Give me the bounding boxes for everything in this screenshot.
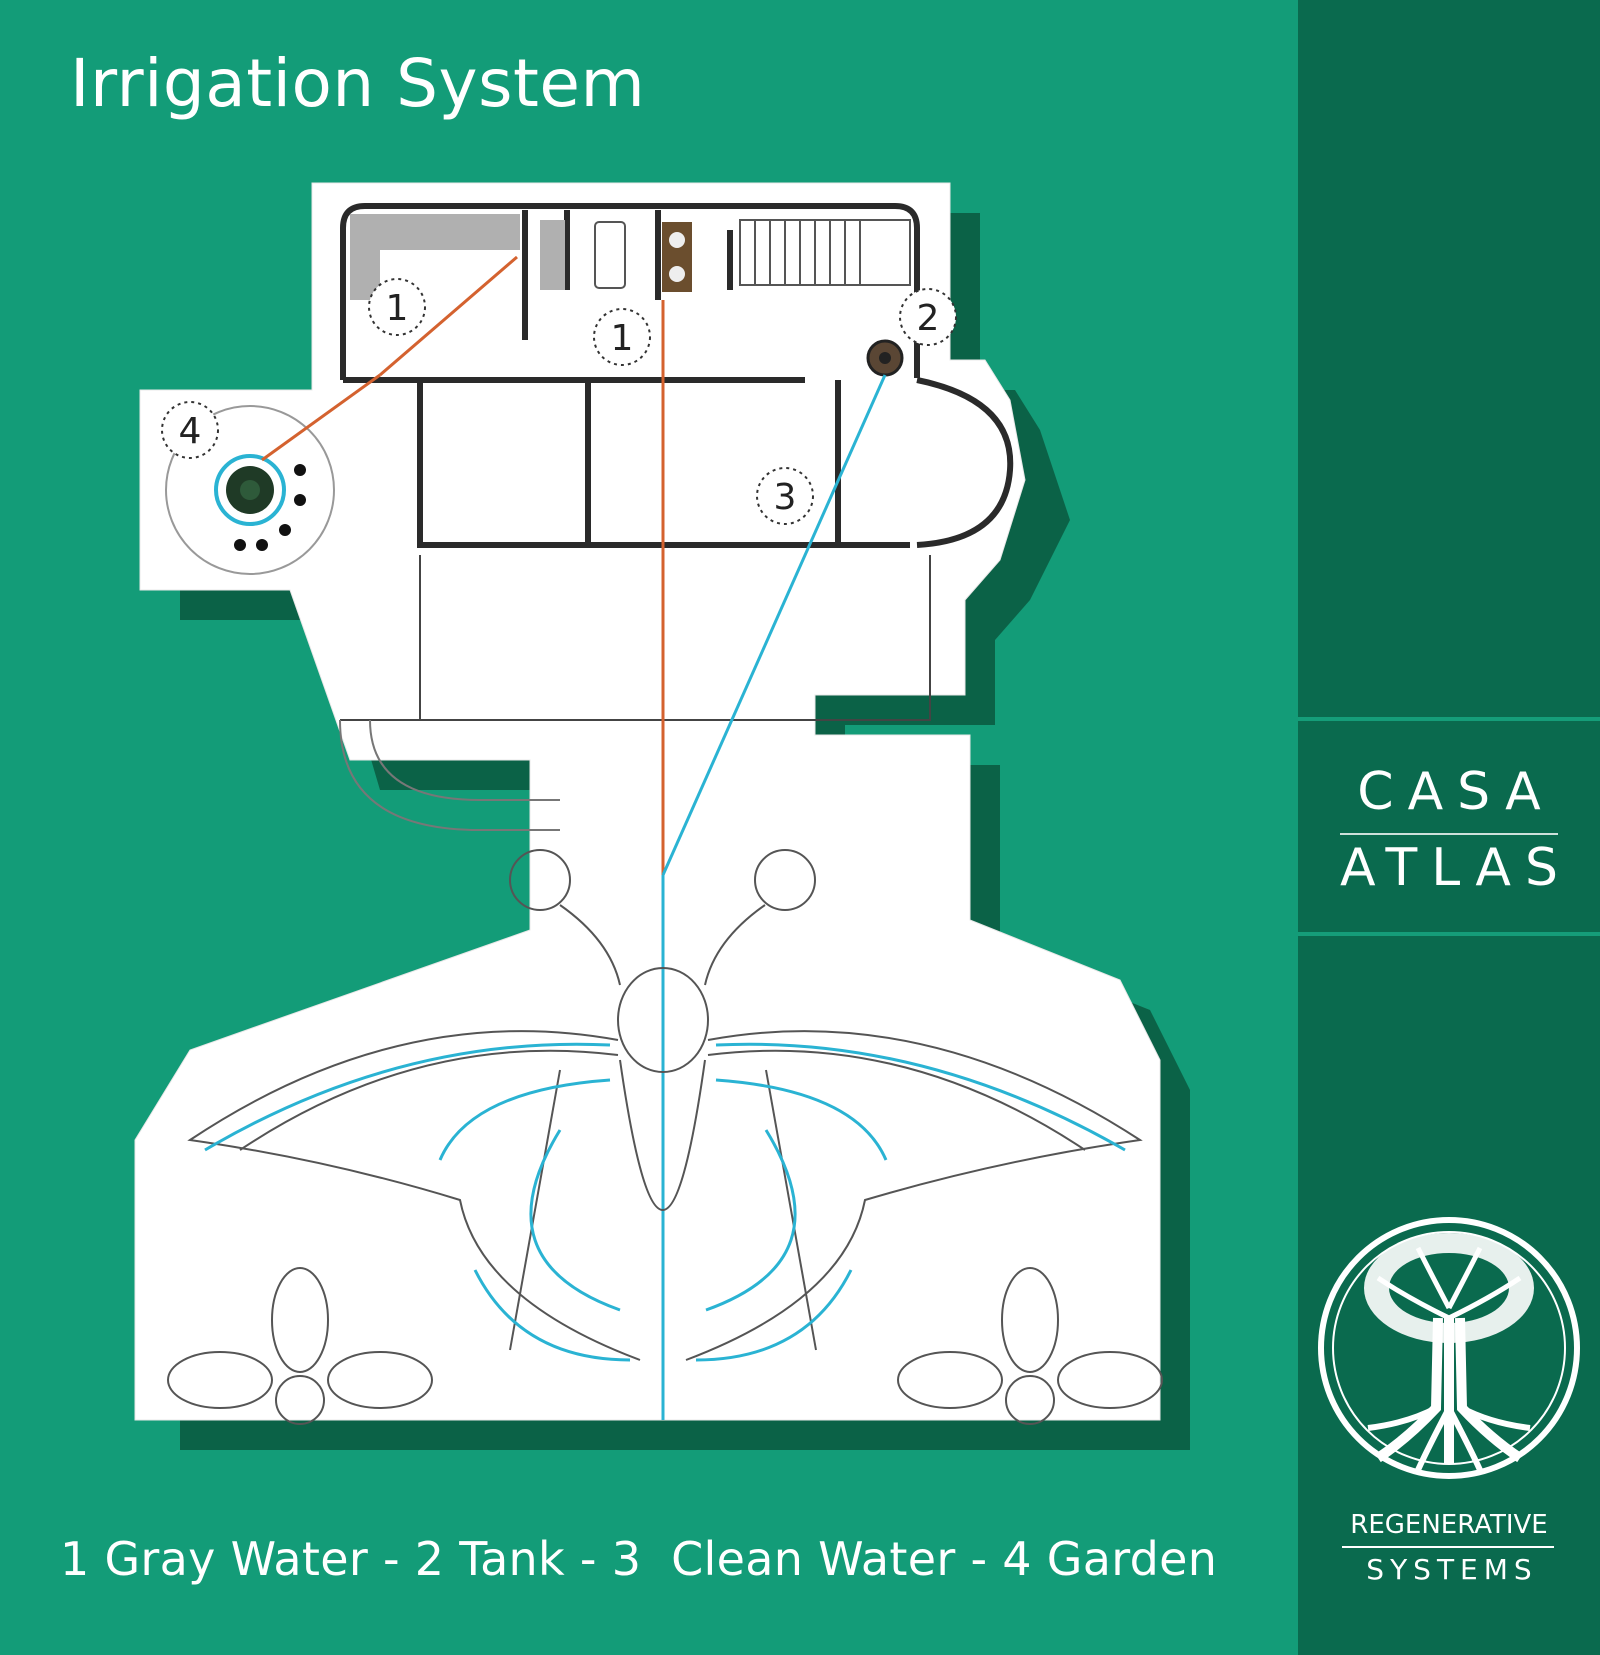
closet-circle-2 bbox=[669, 266, 685, 282]
butterfly-irrigation bbox=[204, 1042, 1126, 1362]
bathroom-block bbox=[540, 220, 565, 290]
sidebar-divider-top bbox=[1298, 717, 1600, 721]
logo-divider bbox=[1342, 1546, 1554, 1548]
gray-water-lines bbox=[261, 255, 665, 875]
legend-caption: 1 Gray Water - 2 Tank - 3 Clean Water - … bbox=[60, 1532, 1218, 1586]
bathtub bbox=[594, 221, 626, 289]
garden-planter bbox=[165, 405, 335, 575]
marker-clean-water: 3 bbox=[756, 467, 814, 525]
butterfly-garden bbox=[187, 849, 1143, 1361]
house-floorplan bbox=[340, 203, 1014, 548]
clean-water-lines bbox=[661, 374, 887, 1420]
marker-label: 1 bbox=[386, 288, 409, 329]
marker-label: 1 bbox=[611, 318, 634, 359]
marker-label: 4 bbox=[179, 411, 202, 452]
flower-left bbox=[167, 1267, 433, 1425]
terrace bbox=[340, 555, 931, 721]
marker-label: 3 bbox=[774, 477, 797, 518]
marker-gray-water-bath: 1 bbox=[593, 308, 651, 366]
kitchen-counter bbox=[350, 214, 520, 300]
paper-cutout bbox=[134, 182, 1161, 1421]
brand-name-line2: ATLAS bbox=[1339, 838, 1573, 898]
stairs bbox=[739, 219, 911, 286]
water-tank-center bbox=[879, 352, 891, 364]
flower-right bbox=[897, 1267, 1163, 1425]
closet-circle-1 bbox=[669, 232, 685, 248]
marker-label: 2 bbox=[917, 298, 940, 339]
marker-gray-water-kitchen: 1 bbox=[368, 278, 426, 336]
marker-garden: 4 bbox=[161, 401, 219, 459]
garden-path bbox=[339, 719, 560, 831]
tree-of-life-logo bbox=[1318, 1217, 1580, 1479]
garden-path-inner bbox=[369, 719, 560, 801]
site-plan-diagram: 1 1 2 3 4 bbox=[134, 182, 1190, 1450]
marker-tank: 2 bbox=[899, 288, 957, 346]
logo-text-line1: REGENERATIVE bbox=[1350, 1510, 1548, 1540]
page-title: Irrigation System bbox=[70, 45, 646, 122]
sidebar-divider-bottom bbox=[1298, 932, 1600, 936]
brand-divider bbox=[1340, 833, 1558, 835]
logo-text-line2: SYSTEMS bbox=[1366, 1553, 1538, 1586]
brand-name-line1: CASA bbox=[1357, 762, 1555, 822]
